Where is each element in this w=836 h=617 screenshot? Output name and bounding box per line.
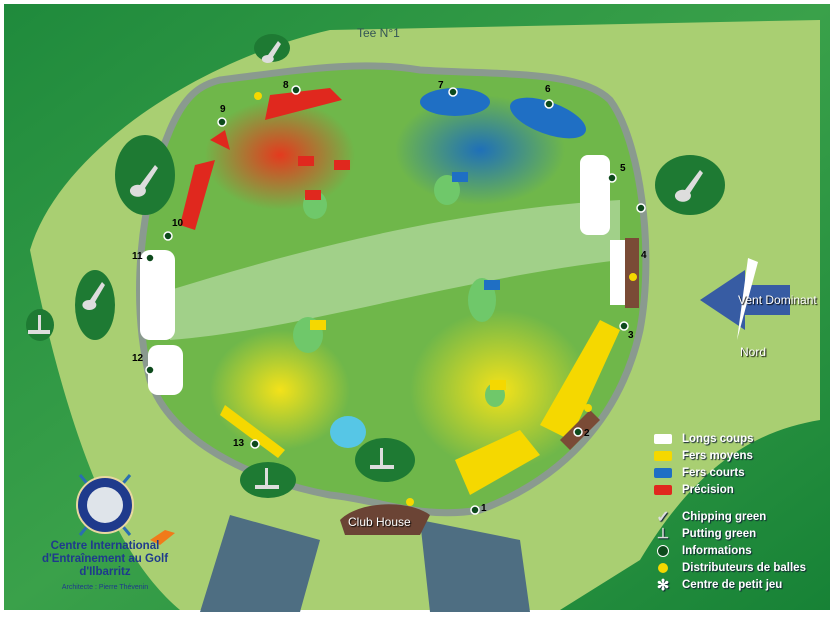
- target-yellow-3: [540, 320, 620, 440]
- legend-item: Fers moyens: [652, 447, 806, 464]
- legend-item: ✓Chipping green: [652, 508, 806, 526]
- target-red-8: [265, 88, 342, 120]
- target-red-10: [180, 130, 230, 230]
- legend-item: Longs coups: [652, 430, 806, 447]
- legend: Longs coups Fers moyens Fers courts Préc…: [652, 430, 806, 594]
- mid-irons-zone-left: [210, 330, 350, 450]
- tee-label: Tee N°1: [357, 26, 400, 40]
- chipping-green-icon: ✓: [656, 508, 670, 526]
- target-white-5: [580, 155, 610, 235]
- info-number: 8: [283, 80, 289, 91]
- target-yellow-1: [455, 430, 540, 495]
- info-number: 2: [584, 428, 590, 439]
- flag-icon: [654, 484, 672, 495]
- info-number: 4: [641, 250, 647, 261]
- flag-icon: [654, 433, 672, 444]
- info-number: 13: [233, 438, 245, 449]
- legend-item: Fers courts: [652, 464, 806, 481]
- ball-dispenser-4: [625, 238, 639, 308]
- target-blue-7: [420, 88, 490, 116]
- north-label: Nord: [740, 345, 767, 359]
- club-house-label: Club House: [348, 515, 411, 529]
- long-shots-corridor: [170, 200, 620, 340]
- legend-item: Informations: [652, 542, 806, 559]
- precision-zone: [205, 100, 355, 210]
- info-number: 9: [220, 104, 226, 115]
- club-house: [340, 504, 430, 535]
- info-number: 3: [628, 330, 634, 341]
- logo-title: Centre International d'Entraînement au G…: [41, 540, 169, 578]
- info-dot-icon: [657, 544, 669, 557]
- flag-icon: [654, 450, 672, 461]
- flag-icon: [654, 467, 672, 478]
- target-yellow-13: [220, 405, 285, 458]
- target-white-11: [140, 250, 175, 340]
- target-white-12: [148, 345, 183, 395]
- info-number: 12: [132, 353, 144, 364]
- info-number: 10: [172, 218, 184, 229]
- putting-green-icon: ⊥: [656, 525, 670, 541]
- legend-item: Distributeurs de balles: [652, 559, 806, 576]
- info-number: 7: [438, 80, 444, 91]
- info-number: 1: [481, 503, 487, 514]
- asterisk-icon: ✻: [656, 576, 670, 594]
- target-flags: [298, 156, 506, 390]
- pond: [330, 416, 366, 448]
- club-icons: [28, 41, 703, 489]
- water: [200, 515, 530, 612]
- legend-item: ✻Centre de petit jeu: [652, 576, 806, 594]
- architect-credit: Architecte : Pierre Thévenin: [61, 584, 149, 591]
- info-number: 6: [545, 84, 551, 95]
- legend-item: ⊥Putting green: [652, 525, 806, 542]
- info-number: 11: [132, 251, 143, 262]
- wind-arrow: [700, 258, 790, 340]
- info-points: [145, 85, 646, 515]
- ball-dispenser-icon: [658, 562, 668, 573]
- logo-badge: [76, 474, 175, 545]
- info-number: 5: [620, 163, 626, 174]
- wind-label: Vent Dominant: [738, 293, 817, 307]
- target-blue-6: [510, 97, 586, 139]
- legend-item: Précision: [652, 481, 806, 498]
- ball-dispensers: [254, 92, 637, 506]
